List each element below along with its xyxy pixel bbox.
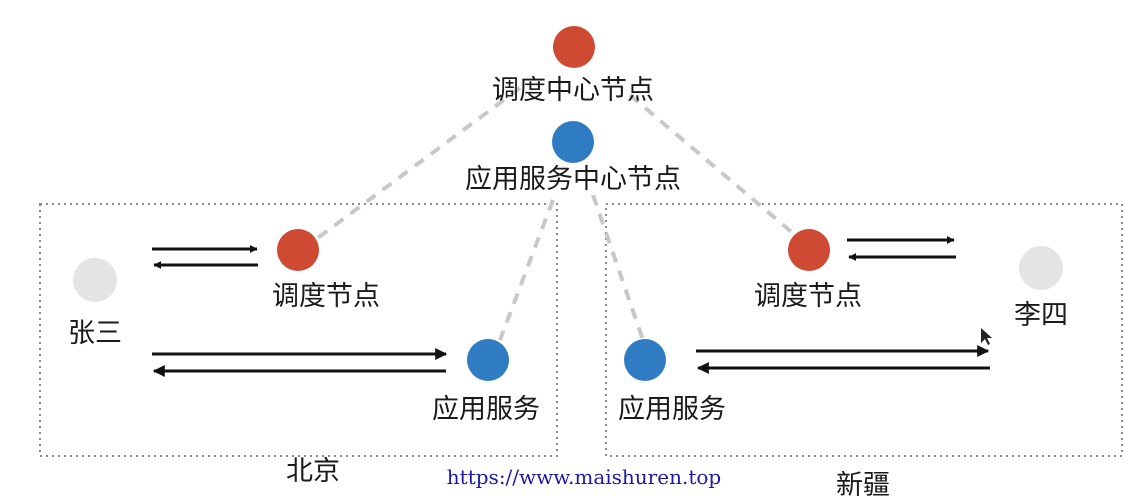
xinjiang-user-label: 李四 (1014, 300, 1068, 331)
beijing-dispatch-label: 调度节点 (272, 281, 380, 312)
link-center-dispatch-to-beijing-dispatch (313, 86, 522, 242)
xinjiang-service-label: 应用服务 (618, 394, 726, 425)
watermark-url: https://www.maishuren.top (447, 465, 721, 489)
link-center-service-to-xinjiang-service (591, 194, 645, 341)
beijing-region-label: 北京 (286, 456, 340, 487)
center-dispatch-label: 调度中心节点 (492, 75, 654, 106)
center-service-label: 应用服务中心节点 (465, 164, 681, 195)
mouse-cursor-icon (981, 328, 992, 345)
link-center-service-to-beijing-service (498, 199, 555, 341)
beijing-dispatch-node (277, 229, 319, 271)
beijing-service-node (467, 339, 509, 381)
dashed-links (313, 86, 797, 341)
xinjiang-user-node (1019, 246, 1063, 290)
beijing-service-label: 应用服务 (432, 394, 540, 425)
xinjiang-arrows (696, 236, 990, 374)
region-box-beijing (39, 203, 558, 457)
center-dispatch-node (553, 26, 595, 68)
xinjiang-dispatch-label: 调度节点 (754, 281, 862, 312)
beijing-arrows (152, 245, 448, 377)
xinjiang-service-node (624, 339, 666, 381)
xinjiang-dispatch-node (788, 229, 830, 271)
link-center-dispatch-to-xinjiang-dispatch (628, 93, 797, 237)
region-box-xinjiang (605, 203, 1123, 457)
xinjiang-region-label: 新疆 (836, 470, 890, 500)
beijing-user-label: 张三 (68, 318, 122, 349)
beijing-user-node (73, 258, 117, 302)
center-service-node (552, 121, 594, 163)
